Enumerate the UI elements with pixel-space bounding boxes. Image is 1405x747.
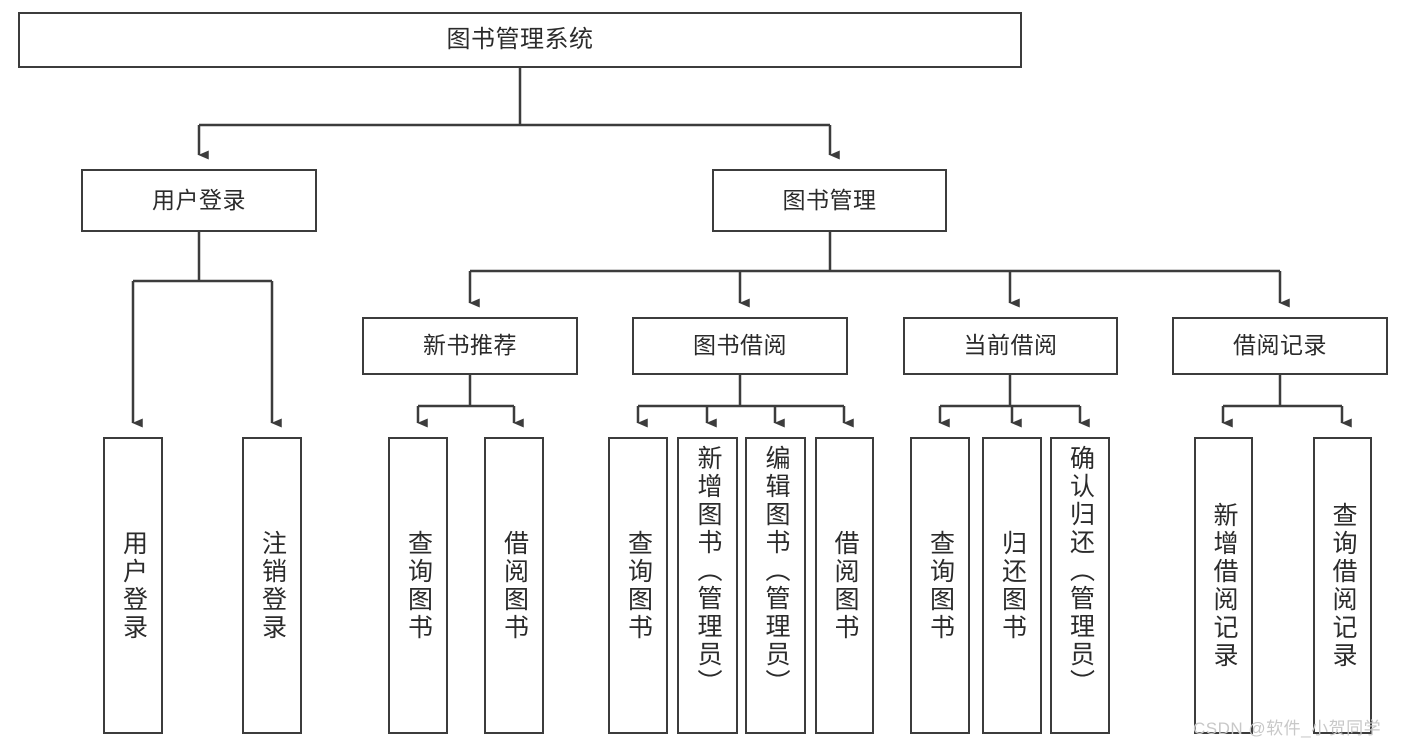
node-leaf-edit-book-label: 编辑图书（管理员） (762, 445, 790, 697)
connector-group-book-borrow (636, 375, 854, 428)
node-leaf-borrow-book-recommend[interactable]: 借阅图书 (484, 437, 544, 734)
connector-group-book-manage (468, 232, 1290, 308)
node-leaf-add-book-label: 新增图书（管理员） (694, 445, 722, 697)
node-leaf-query-borrow-record[interactable]: 查询借阅记录 (1313, 437, 1372, 734)
node-root-label: 图书管理系统 (446, 25, 594, 53)
node-leaf-user-login-label: 用户登录 (119, 529, 148, 642)
node-leaf-add-borrow-record[interactable]: 新增借阅记录 (1194, 437, 1253, 734)
node-leaf-query-book-recommend[interactable]: 查询图书 (388, 437, 448, 734)
connector-group-user-login (131, 232, 282, 428)
node-new-book-recommend-label: 新书推荐 (423, 332, 517, 359)
node-root[interactable]: 图书管理系统 (18, 12, 1022, 68)
node-leaf-add-borrow-record-label: 新增借阅记录 (1210, 501, 1238, 670)
node-leaf-query-book-borrow-label: 查询图书 (624, 529, 653, 642)
node-leaf-confirm-return[interactable]: 确认归还（管理员） (1050, 437, 1110, 734)
node-leaf-edit-book[interactable]: 编辑图书（管理员） (745, 437, 806, 734)
node-leaf-logout-login[interactable]: 注销登录 (242, 437, 302, 734)
csdn-watermark: CSDN @软件_小贺同学 (1193, 719, 1382, 738)
node-borrow-record-label: 借阅记录 (1233, 332, 1327, 359)
node-leaf-add-book[interactable]: 新增图书（管理员） (677, 437, 738, 734)
node-book-borrow-label: 图书借阅 (693, 332, 787, 359)
node-leaf-query-borrow-record-label: 查询借阅记录 (1329, 501, 1357, 670)
node-leaf-borrow-book[interactable]: 借阅图书 (815, 437, 874, 734)
node-leaf-borrow-book-recommend-label: 借阅图书 (500, 529, 529, 642)
connector-group-root (197, 68, 840, 160)
connector-group-current-borrow (938, 375, 1090, 428)
node-leaf-borrow-book-label: 借阅图书 (831, 529, 859, 642)
node-user-login-label: 用户登录 (152, 186, 246, 213)
node-leaf-return-book-label: 归还图书 (998, 529, 1027, 642)
node-leaf-return-book[interactable]: 归还图书 (982, 437, 1042, 734)
node-leaf-query-book-borrow[interactable]: 查询图书 (608, 437, 668, 734)
node-borrow-record[interactable]: 借阅记录 (1172, 317, 1388, 375)
node-book-borrow[interactable]: 图书借阅 (632, 317, 848, 375)
connector-group-borrow-record (1221, 375, 1352, 428)
node-current-borrow-label: 当前借阅 (963, 332, 1058, 359)
node-book-manage[interactable]: 图书管理 (712, 169, 947, 232)
node-book-manage-label: 图书管理 (782, 186, 877, 213)
node-user-login[interactable]: 用户登录 (81, 169, 317, 232)
node-new-book-recommend[interactable]: 新书推荐 (362, 317, 578, 375)
node-current-borrow[interactable]: 当前借阅 (903, 317, 1118, 375)
node-leaf-query-book-recommend-label: 查询图书 (404, 529, 433, 642)
node-leaf-logout-login-label: 注销登录 (258, 529, 287, 642)
node-leaf-query-book-current-label: 查询图书 (926, 529, 955, 642)
node-leaf-query-book-current[interactable]: 查询图书 (910, 437, 970, 734)
node-leaf-user-login[interactable]: 用户登录 (103, 437, 163, 734)
node-leaf-confirm-return-label: 确认归还（管理员） (1066, 445, 1095, 697)
connector-group-new-book-recommend (416, 375, 524, 428)
